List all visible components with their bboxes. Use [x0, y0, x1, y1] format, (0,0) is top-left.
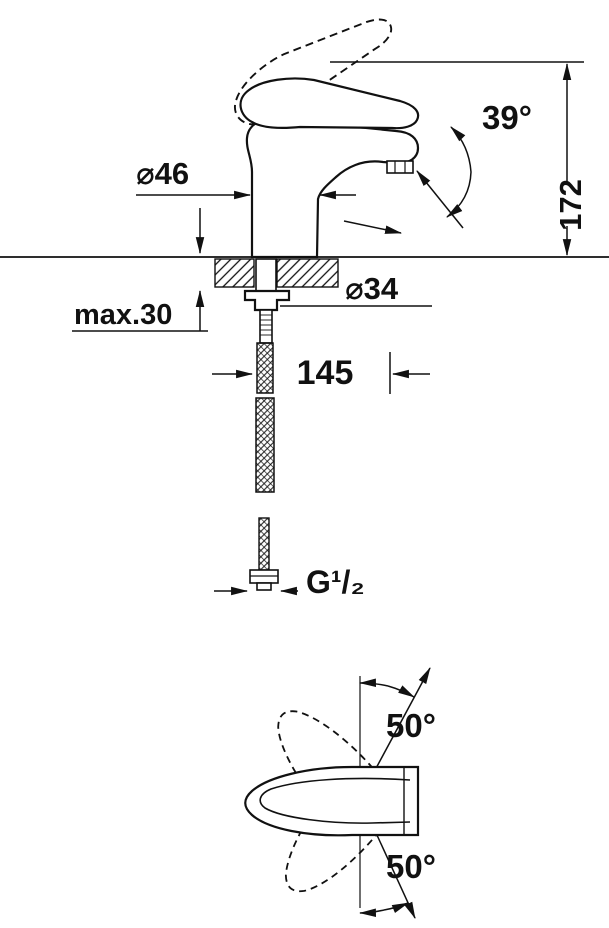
supply-hose — [249, 342, 279, 591]
dimension-mounting-thickness: max.30 — [72, 208, 208, 332]
label-thread-size: G¹/₂ — [306, 564, 365, 600]
label-base-diameter: ⌀46 — [136, 156, 189, 191]
faucet-body — [245, 114, 420, 259]
countertop-section — [214, 258, 339, 288]
dimension-height: 172 — [553, 62, 588, 257]
hose-segment-3 — [258, 517, 270, 571]
handle-swivel-dashed-down — [284, 780, 388, 893]
lever-closed — [239, 77, 420, 130]
dimension-base-diameter: ⌀46 — [136, 156, 356, 200]
label-mounting-thickness: max.30 — [74, 299, 172, 331]
hose-segment-1 — [256, 342, 274, 394]
mounting-clamp — [243, 289, 291, 312]
side-view: ⌀46 39° 172 max.30 ⌀34 — [0, 18, 609, 600]
hose-segment-2 — [255, 397, 275, 493]
label-hose-length: 145 — [297, 354, 354, 392]
top-view: 50° 50° — [244, 667, 436, 919]
swivel-arcs — [358, 678, 415, 917]
dimension-thread: G¹/₂ — [214, 564, 365, 600]
mounting-shank — [255, 258, 277, 292]
label-swivel-down: 50° — [386, 848, 436, 885]
hose-fitting-tip — [256, 582, 272, 591]
handle-top-view — [244, 765, 420, 837]
mounting-hardware — [243, 258, 291, 344]
label-hole-diameter: ⌀34 — [345, 271, 399, 306]
dimension-hole-diameter: ⌀34 — [280, 271, 432, 307]
thread-ticks — [260, 314, 272, 336]
handle-inner-contour — [259, 777, 411, 824]
aerator — [386, 160, 414, 174]
label-spout-angle: 39° — [482, 99, 532, 136]
dimension-hose-length: 145 — [212, 352, 430, 394]
label-swivel-up: 50° — [386, 707, 436, 744]
dimension-spout-angle: 39° — [343, 99, 532, 234]
label-height: 172 — [553, 179, 588, 231]
